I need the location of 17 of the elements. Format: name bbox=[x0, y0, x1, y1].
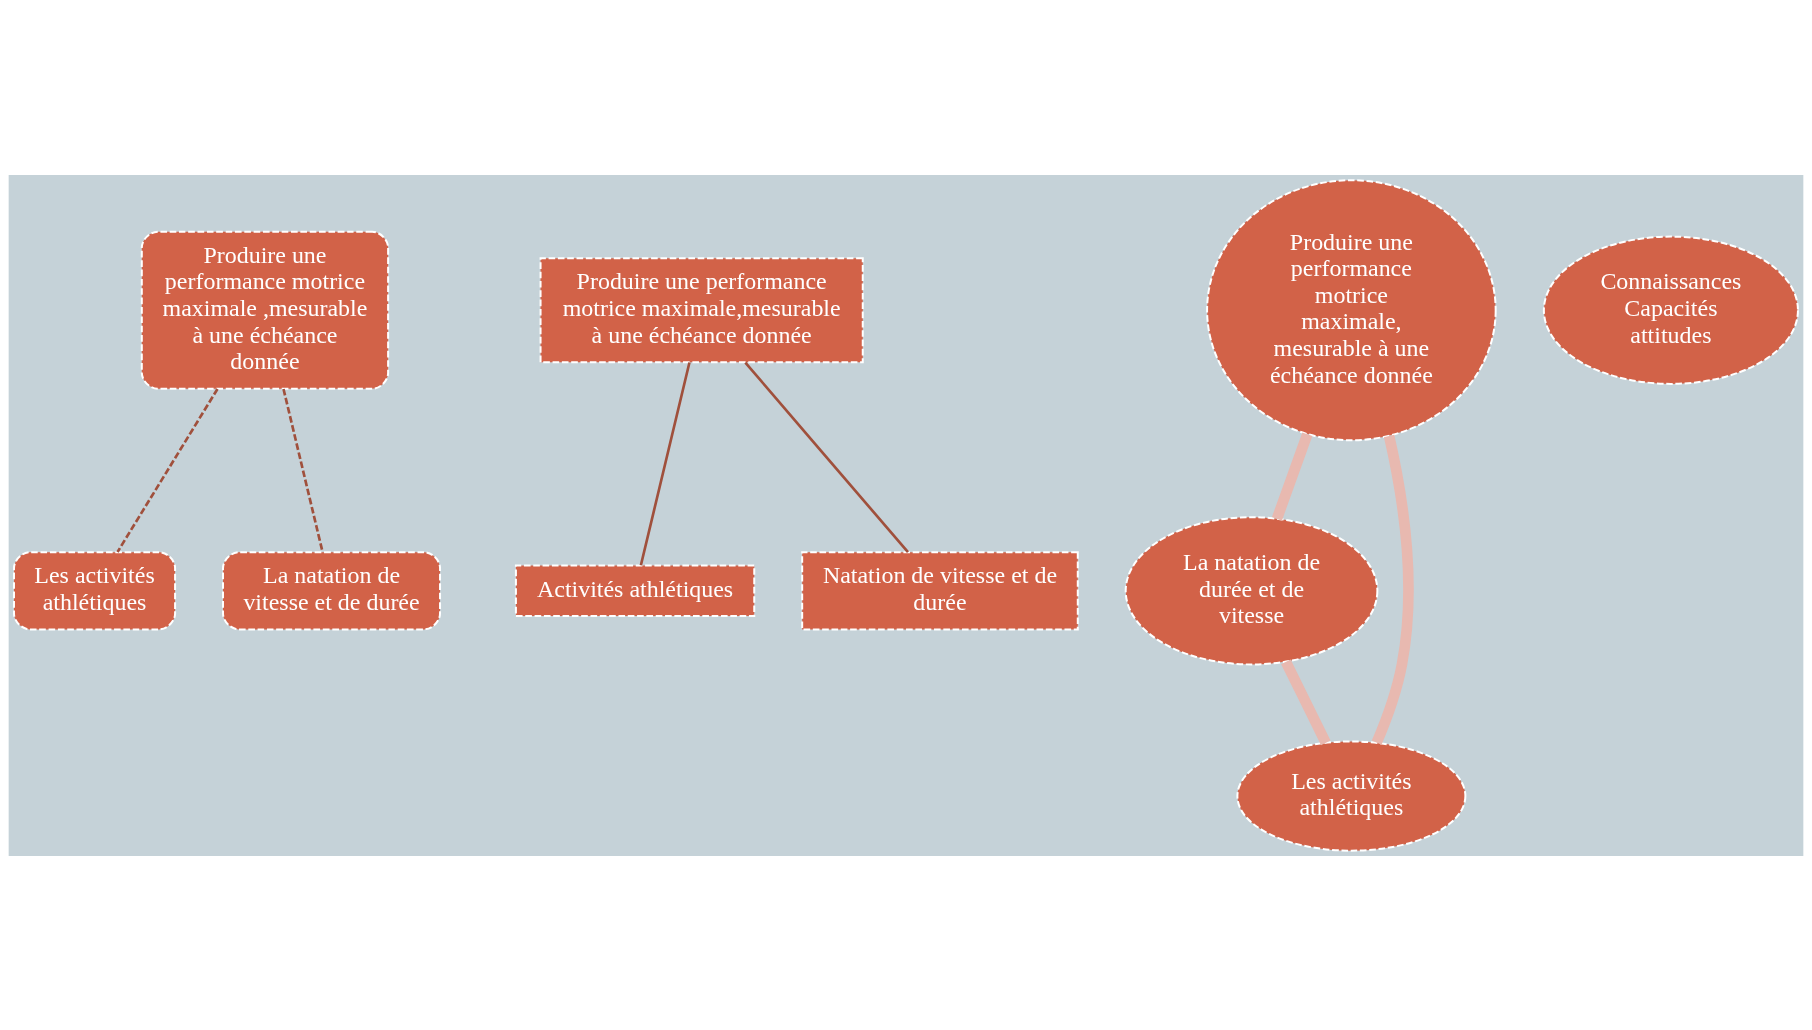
node-box: Les activités athlétiques bbox=[13, 550, 177, 630]
connector bbox=[1271, 432, 1313, 521]
node-circle: Produire une performance motrice maximale, mesurable à une échéance donnée bbox=[1206, 178, 1497, 441]
node-ellipse: Connaissances Capacités attitudes bbox=[1542, 235, 1799, 385]
node-ellipse: La natation de durée et de vitesse bbox=[1124, 515, 1379, 665]
node-ellipse: Les activités athlétiques bbox=[1236, 739, 1467, 852]
node-box: Produire une performance motrice maximale ,mesurable à une échéance donnée bbox=[140, 230, 390, 390]
node-box: Produire une performance motrice maximale,mesurable à une échéance donnée bbox=[539, 256, 864, 363]
connector bbox=[639, 361, 691, 566]
connector bbox=[282, 388, 324, 552]
node-box: La natation de vitesse et de durée bbox=[222, 550, 442, 630]
node-box: Activités athlétiques bbox=[514, 564, 756, 617]
connector bbox=[744, 361, 909, 553]
connector bbox=[1371, 434, 1414, 745]
node-box: Natation de vitesse et de durée bbox=[801, 550, 1079, 630]
connector bbox=[1281, 659, 1331, 745]
connector bbox=[116, 387, 219, 553]
